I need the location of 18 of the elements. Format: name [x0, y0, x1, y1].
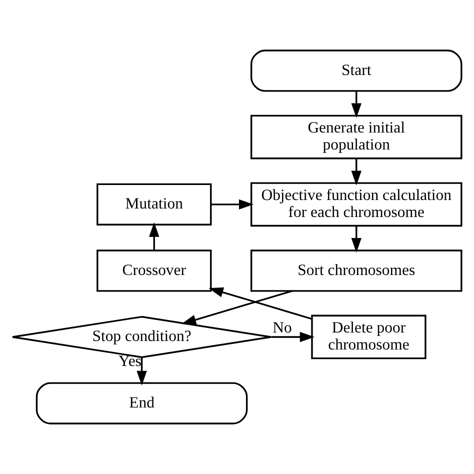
node-box: Mutation — [96, 183, 212, 226]
edge-label: No — [272, 320, 292, 337]
arrow — [211, 199, 254, 210]
arrow — [351, 158, 362, 186]
arrow — [181, 290, 293, 325]
arrow — [136, 357, 147, 386]
arrow — [271, 332, 315, 342]
arrow — [149, 222, 160, 250]
arrow — [351, 226, 362, 253]
node-box: Sort chromosomes — [250, 250, 462, 292]
node-box: Delete poor chromosome — [311, 314, 426, 360]
node-box: Crossover — [96, 250, 212, 292]
node-box: Generate initial population — [250, 114, 462, 160]
node-box: Start — [250, 50, 462, 92]
node-box: End — [36, 382, 248, 424]
arrow — [351, 91, 362, 118]
arrow — [208, 287, 312, 320]
node-box: Objective function calculation for each chromosome — [250, 182, 462, 227]
